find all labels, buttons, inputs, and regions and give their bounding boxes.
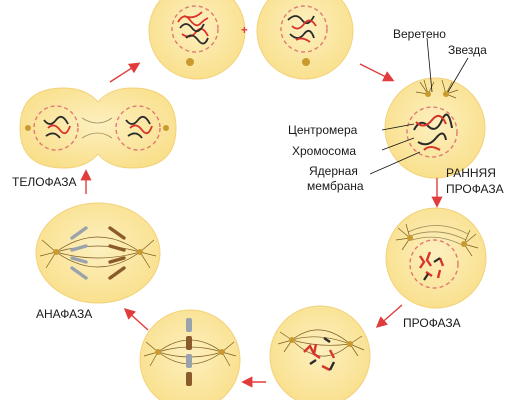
label-prophase: ПРОФАЗА: [403, 316, 461, 330]
centrosome-icon: [186, 58, 194, 66]
label-nuclear-membrane-line1: Ядерная: [309, 164, 358, 178]
arrow-prophase-to-prometaphase: [375, 304, 403, 328]
cycle-arrows: [80, 62, 443, 388]
plus-sign: +: [241, 25, 248, 37]
label-early-prophase-line1: РАННЯЯ: [446, 166, 496, 180]
label-anaphase: АНАФАЗА: [36, 307, 92, 321]
label-early-prophase-line2: ПРОФАЗА: [446, 182, 504, 196]
cell-telophase: [19, 87, 177, 169]
cell-anaphase: [35, 202, 161, 304]
cell-early-prophase: [384, 77, 486, 179]
arrow-metaphase-to-anaphase: [123, 308, 149, 331]
label-star: Звезда: [448, 43, 487, 57]
label-centromere: Центромера: [288, 123, 358, 137]
arrow-interphase-to-early-prophase: [359, 63, 395, 82]
cell-metaphase: [139, 309, 241, 405]
cell-prometaphase: [269, 305, 371, 405]
cell-interphase-right: [256, 0, 354, 80]
centrosome-icon: [302, 58, 310, 66]
label-leader-lines: [369, 37, 469, 175]
cell-prophase: [385, 207, 487, 309]
label-nuclear-membrane-line2: мембрана: [307, 179, 364, 193]
arrow-telophase-to-interphase: [109, 62, 141, 83]
label-chromosome: Хромосома: [292, 144, 356, 158]
label-spindle: Веретено: [393, 27, 446, 41]
label-telophase: ТЕЛОФАЗА: [12, 175, 77, 189]
cell-interphase-left: [148, 0, 246, 80]
